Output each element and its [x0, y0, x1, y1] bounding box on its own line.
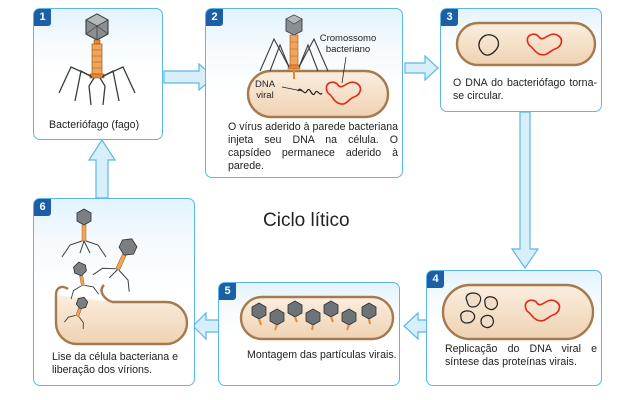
chromosome-label: Cromossomo bacteriano	[319, 33, 377, 55]
panel-1-text: Bacteriófago (fago)	[49, 119, 140, 131]
panel-5-text: Montagem das partículas virais.	[247, 349, 397, 361]
panel-3-text: O DNA do bacteriófago torna-se circular.	[453, 77, 597, 102]
arrow-6-to-1	[87, 138, 117, 199]
panel-6: 6	[33, 198, 195, 386]
panel-badge: 4	[427, 271, 444, 288]
virus-injecting-dna-illustration	[246, 14, 390, 119]
panel-badge: 3	[441, 9, 458, 26]
panel-1: 1 Bacteri	[33, 8, 163, 140]
diagram-title: Ciclo lítico	[263, 210, 350, 231]
bacteriophage-illustration	[58, 13, 136, 106]
panel-4-text: Replicação do DNA viral e síntese das pr…	[445, 343, 597, 368]
arrow-2-to-3	[404, 54, 439, 82]
panel-badge: 2	[206, 9, 223, 26]
viral-dna-label: DNA viral	[254, 79, 276, 101]
panel-2: 2 Cromossomo bacteriano	[205, 8, 403, 178]
circular-dna-illustration	[455, 21, 597, 67]
panel-4: 4 Replicação do DNA viral e síntese das …	[426, 270, 602, 386]
viral-assembly-illustration	[239, 295, 395, 341]
dna-replication-illustration	[441, 283, 595, 341]
panel-3: 3 O DNA do bacteriófago torna-se circula…	[440, 8, 602, 112]
arrow-3-to-4	[510, 111, 540, 270]
cell-lysis-illustration	[54, 208, 189, 346]
panel-6-text: Lise da célula bacteriana e liberação do…	[52, 351, 179, 376]
panel-badge: 6	[34, 199, 51, 216]
panel-5: 5 Montagem das partículas virais.	[218, 282, 400, 386]
panel-badge: 5	[219, 283, 236, 300]
panel-badge: 1	[34, 9, 51, 26]
panel-2-text: O vírus aderido à parede bacteriana inje…	[228, 121, 398, 172]
